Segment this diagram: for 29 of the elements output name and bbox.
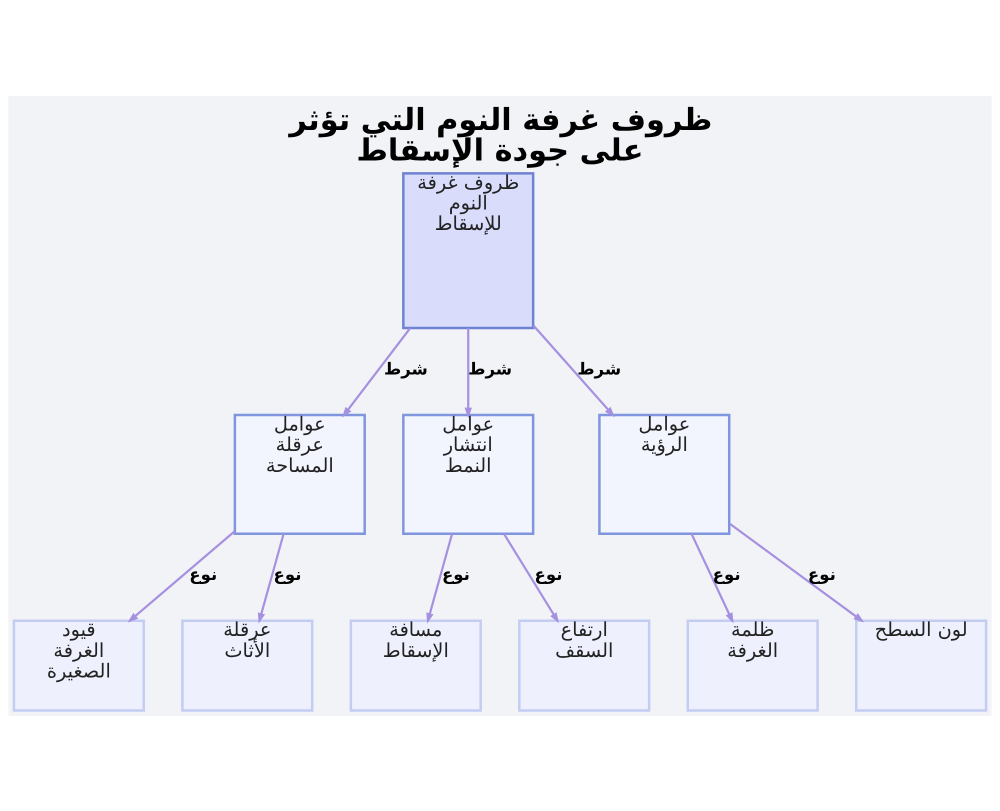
arrow bbox=[342, 326, 412, 418]
arrow bbox=[128, 530, 236, 622]
node-box: ارتفاع السقف bbox=[518, 618, 650, 712]
arrow bbox=[426, 533, 454, 624]
arrow bbox=[258, 533, 285, 624]
node-box: عرقلة الأثاث bbox=[181, 618, 314, 712]
edge-label: نوع bbox=[534, 564, 562, 584]
edge-label: نوع bbox=[274, 564, 302, 584]
edge-label: نوع bbox=[189, 564, 218, 584]
node-box: لون السطح bbox=[855, 618, 988, 712]
edge-label: نوع bbox=[712, 564, 741, 584]
edge-label: نوع bbox=[442, 564, 470, 584]
node-box: عوامل انتشار النمط bbox=[402, 413, 534, 534]
arrow bbox=[729, 522, 864, 622]
arrow bbox=[503, 532, 560, 623]
diagram-title: ظروف غرفة النوم التي تؤثر على جودة الإسقاط bbox=[289, 102, 712, 168]
node-box: عوامل الرؤية bbox=[598, 413, 730, 534]
arrow bbox=[532, 324, 615, 417]
node-box: قيود الغرفة الصغيرة bbox=[12, 618, 145, 712]
node-box: ظروف غرفة النوم للإسقاط bbox=[402, 172, 534, 329]
node-box: ظلمة الغرفة bbox=[686, 618, 819, 712]
node-box: مسافة الإسقاط bbox=[350, 618, 482, 712]
arrow bbox=[690, 532, 734, 623]
edge-label: شرط bbox=[468, 358, 512, 378]
edge-label: شرط bbox=[384, 358, 428, 378]
edge-label: نوع bbox=[808, 564, 836, 584]
edge-label: شرط bbox=[577, 358, 622, 378]
arrow bbox=[464, 328, 472, 418]
node-box: عوامل عرقلة المساحة bbox=[234, 413, 366, 534]
